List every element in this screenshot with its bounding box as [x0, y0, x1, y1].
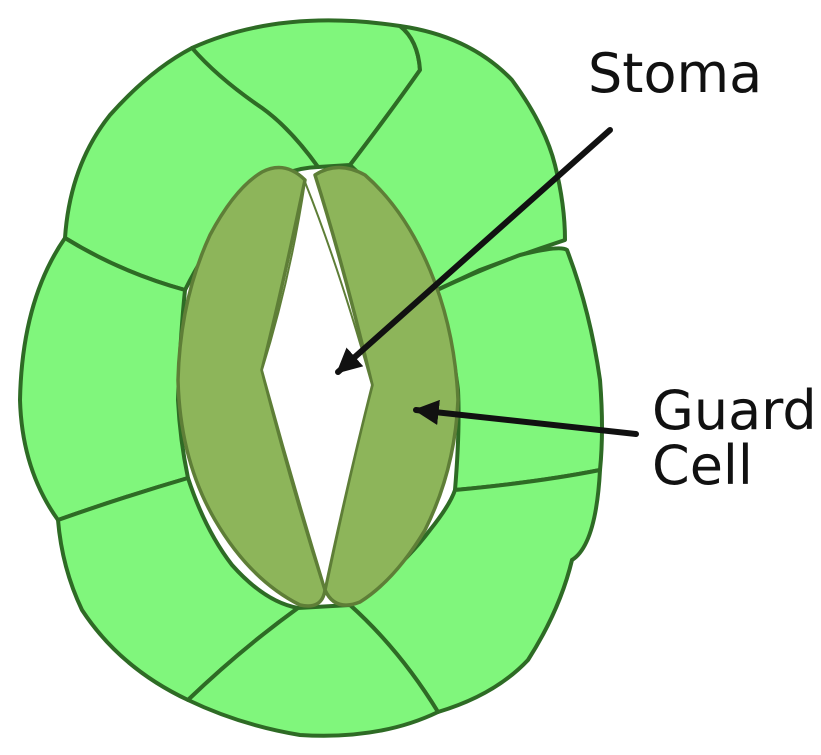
epidermal-cell-right [437, 248, 602, 490]
guard-cell-label-line2: Cell [652, 438, 817, 493]
stoma-label: Stoma [588, 46, 762, 101]
guard-cell-label-line1: Guard [652, 383, 817, 438]
guard-cell-label: Guard Cell [652, 383, 817, 493]
